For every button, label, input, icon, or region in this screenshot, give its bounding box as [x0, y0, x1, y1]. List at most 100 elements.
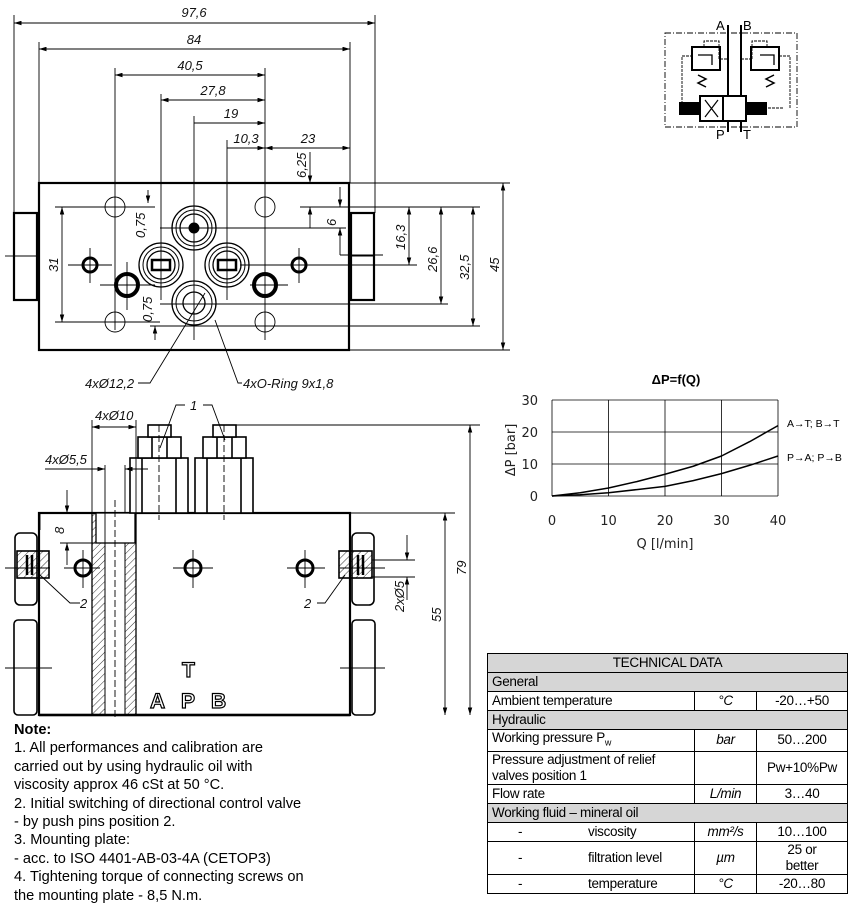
- value-line: 25 or: [787, 841, 817, 857]
- y-tick-label: 0: [530, 490, 538, 505]
- dim-10-3: 10,3: [233, 131, 259, 146]
- row-unit: °C: [694, 691, 757, 711]
- dim-32-5: 32,5: [457, 254, 472, 280]
- row-value: 10…100: [756, 821, 848, 842]
- port-letter-a: A: [150, 690, 165, 713]
- note-line: 2. Initial switching of directional cont…: [14, 795, 302, 812]
- label-subscript: w: [604, 737, 612, 748]
- y-tick-label: 10: [521, 458, 538, 473]
- note-line: - acc. to ISO 4401-AB-03-4A (CETOP3): [14, 850, 271, 867]
- port-letter-p: P: [181, 690, 195, 713]
- row-unit: µm: [694, 840, 757, 875]
- note-line: - by push pins position 2.: [14, 814, 176, 831]
- dim-16-3: 16,3: [393, 224, 408, 250]
- chart-y-label: ΔP [bar]: [504, 424, 519, 477]
- row-unit: bar: [694, 729, 757, 752]
- table-row: Flow rate L/min 3…40: [487, 783, 848, 804]
- dim-0-75-bottom: 0,75: [140, 296, 155, 322]
- row-label: -temperature: [487, 873, 695, 894]
- dim-6-25: 6,25: [294, 152, 309, 178]
- dim-97-6: 97,6: [181, 5, 207, 20]
- callout-item-2-left: 2: [79, 596, 88, 611]
- row-label: Ambient temperature: [487, 691, 695, 711]
- value-line: better: [785, 857, 819, 873]
- dim-6: 6: [324, 218, 339, 226]
- table-row: Working pressure Pw bar 50…200: [487, 729, 848, 752]
- callout-item-1: 1: [190, 398, 197, 413]
- schematic-port-a: A: [716, 18, 725, 33]
- table-title: TECHNICAL DATA: [487, 653, 848, 673]
- schematic-port-b: B: [743, 18, 752, 33]
- row-label: Flow rate: [487, 783, 695, 804]
- notes-title: Note:: [14, 722, 52, 738]
- section-hydraulic: Hydraulic: [487, 710, 848, 730]
- relief-valve-fitting-left: [129, 424, 189, 520]
- dim-84: 84: [187, 32, 201, 47]
- legend-a-t-b-t: A→T; B→T: [787, 418, 840, 430]
- side-view: 4xØ10 4xØ5,5 8 79 55 2xØ5 1 2 2 T A P B: [5, 398, 480, 720]
- x-tick-label: 0: [548, 514, 556, 529]
- dim-0-75-top: 0,75: [133, 212, 148, 238]
- mounting-holes: [104, 196, 276, 333]
- dim-27-8: 27,8: [199, 83, 226, 98]
- dim-79: 79: [454, 561, 469, 575]
- note-line: 3. Mounting plate:: [14, 832, 131, 849]
- chart-x-label: Q [l/min]: [636, 537, 693, 552]
- row-value: 50…200: [756, 729, 848, 752]
- series-line-1: [551, 455, 779, 497]
- section-working-fluid: Working fluid – mineral oil: [487, 802, 848, 823]
- note-line: viscosity approx 46 cSt at 50 °C.: [14, 777, 225, 794]
- dim-4x-d5-5: 4xØ5,5: [45, 452, 88, 467]
- dim-4x-d10: 4xØ10: [95, 408, 134, 423]
- dim-31: 31: [46, 258, 61, 272]
- row-value: -20…+50: [756, 691, 848, 711]
- label-line: Pressure adjustment of relief: [492, 751, 656, 767]
- section-general: General: [487, 672, 848, 692]
- row-unit: [694, 750, 757, 785]
- row-value: Pw+10%Pw: [756, 750, 848, 785]
- ports-with-orings: [138, 205, 250, 326]
- row-label: -filtration level: [487, 840, 695, 875]
- label-line: valves position 1: [492, 767, 587, 783]
- row-unit: mm²/s: [694, 821, 757, 842]
- dim-45: 45: [487, 257, 502, 272]
- table-row: - viscosity mm²/s 10…100: [487, 821, 848, 842]
- notes-section: Note: 1. All performances and calibratio…: [14, 721, 304, 905]
- series-line-0: [551, 424, 779, 497]
- dim-40-5: 40,5: [177, 58, 203, 73]
- dim-2x-d5: 2xØ5: [392, 580, 407, 613]
- label-text: filtration level: [588, 849, 662, 865]
- row-unit: L/min: [694, 783, 757, 804]
- hydraulic-schematic: A B P T: [664, 18, 798, 142]
- table-row: -temperature °C -20…80: [487, 873, 848, 894]
- top-view: 97,6 84 40,5 27,8 19 10,3 23 6,25 6 0,75…: [5, 5, 510, 391]
- row-value: 3…40: [756, 783, 848, 804]
- callout-o-ring: 4xO-Ring 9x1,8: [243, 376, 334, 391]
- x-tick-label: 30: [713, 514, 730, 529]
- dash: -: [518, 823, 523, 839]
- note-line: carried out by using hydraulic oil with: [14, 758, 253, 775]
- schematic-port-t: T: [743, 127, 751, 142]
- schematic-port-p: P: [716, 127, 725, 142]
- note-line: 4. Tightening torque of connecting screw…: [14, 869, 304, 886]
- legend-p-a-p-b: P→A; P→B: [787, 452, 842, 464]
- note-line: the mounting plate - 8,5 N.m.: [14, 887, 203, 904]
- x-tick-label: 10: [600, 514, 617, 529]
- x-tick-label: 40: [770, 514, 787, 529]
- pressure-drop-chart: ΔP=f(Q) Q [l/min] ΔP [bar] 0 10 20 30 40 0 10 2…: [504, 372, 842, 552]
- dim-26-6: 26,6: [425, 246, 440, 273]
- chart-title: ΔP=f(Q): [652, 372, 701, 387]
- x-tick-label: 20: [657, 514, 674, 529]
- label-text: temperature: [588, 875, 658, 891]
- locating-pins: [81, 256, 308, 298]
- row-label: Working pressure Pw: [487, 729, 695, 752]
- label-text: viscosity: [588, 823, 637, 839]
- callout-bore-diameter: 4xØ12,2: [85, 376, 135, 391]
- y-tick-label: 20: [521, 426, 538, 441]
- note-line: 1. All performances and calibration are: [14, 740, 264, 757]
